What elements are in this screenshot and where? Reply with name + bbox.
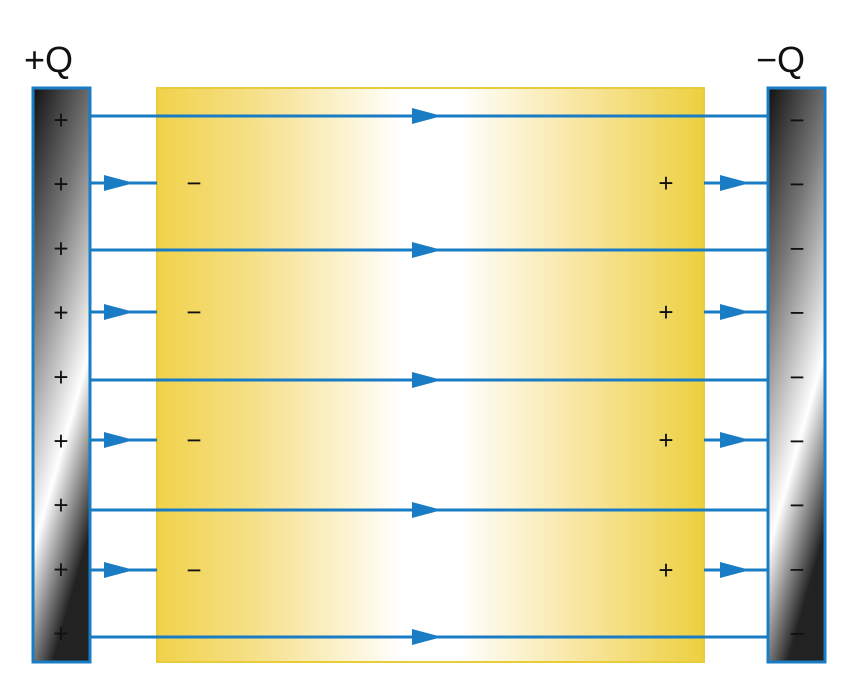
plate-negative-charge: − (789, 362, 804, 392)
field-arrow-icon (412, 108, 442, 124)
plate-positive-charge: + (53, 169, 68, 199)
plate-negative-charge: − (789, 105, 804, 135)
field-arrow-icon (104, 432, 134, 448)
field-arrow-icon (104, 304, 134, 320)
plate-positive-charge: + (53, 554, 68, 584)
plate-negative-charge: − (789, 298, 804, 328)
negative-plate-label: −Q (756, 39, 805, 80)
field-arrow-icon (412, 242, 442, 258)
positive-plate-label: +Q (24, 39, 73, 80)
plate-negative-charge: − (789, 619, 804, 649)
plate-positive-charge: + (53, 362, 68, 392)
field-arrow-icon (720, 432, 750, 448)
field-arrow-icon (104, 175, 134, 191)
field-arrow-icon (720, 562, 750, 578)
plate-positive-charge: + (53, 426, 68, 456)
induced-negative-charge: − (186, 168, 201, 198)
induced-positive-charge: + (658, 168, 673, 198)
induced-negative-charge: − (186, 297, 201, 327)
negative-plate (766, 86, 827, 664)
plate-positive-charge: + (53, 490, 68, 520)
field-arrow-icon (412, 502, 442, 518)
field-arrow-icon (412, 372, 442, 388)
field-arrow-icon (720, 175, 750, 191)
dielectric-slab (156, 87, 705, 663)
field-arrow-icon (720, 304, 750, 320)
plate-positive-charge: + (53, 298, 68, 328)
plate-positive-charge: + (53, 233, 68, 263)
plate-negative-charge: − (789, 233, 804, 263)
plate-positive-charge: + (53, 105, 68, 135)
plate-positive-charge: + (53, 619, 68, 649)
induced-positive-charge: + (658, 297, 673, 327)
induced-positive-charge: + (658, 555, 673, 585)
plate-negative-charge: − (789, 554, 804, 584)
plate-negative-charge: − (789, 426, 804, 456)
field-arrow-icon (412, 629, 442, 645)
induced-negative-charge: − (186, 425, 201, 455)
plate-negative-charge: − (789, 490, 804, 520)
induced-negative-charge: − (186, 555, 201, 585)
field-arrow-icon (104, 562, 134, 578)
plate-negative-charge: − (789, 169, 804, 199)
induced-positive-charge: + (658, 425, 673, 455)
positive-plate (31, 86, 92, 664)
